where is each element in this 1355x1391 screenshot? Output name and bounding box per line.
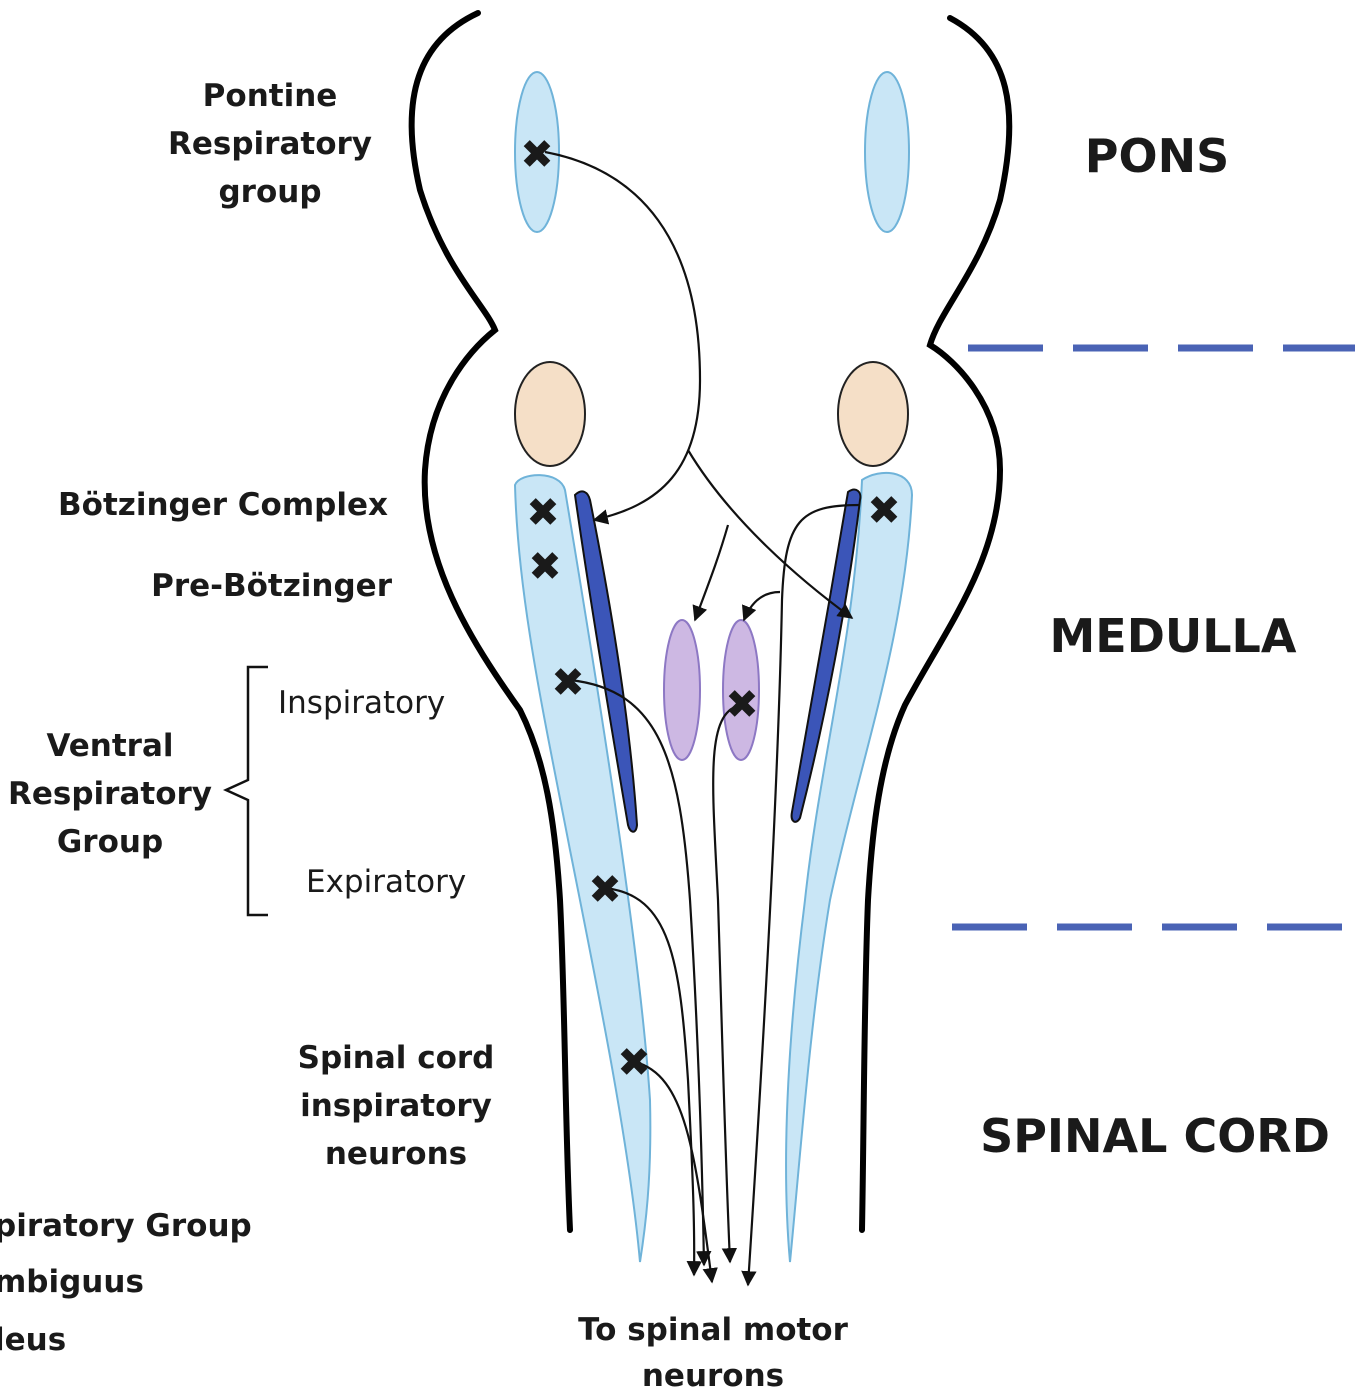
pre-botzinger-label: Pre-Bötzinger: [151, 568, 393, 604]
pontine-to-botzinger-arrow: [545, 152, 700, 520]
inspiratory-label: Inspiratory: [278, 685, 445, 721]
dorsal-output-arrow: [713, 705, 742, 1262]
region-label-medulla: MEDULLA: [1050, 609, 1297, 663]
legend-item-2: mbiguus: [0, 1264, 144, 1300]
vrg-column-right: [786, 473, 912, 1262]
vrg-label-line3: Group: [57, 824, 163, 860]
expiratory-label: Expiratory: [306, 864, 466, 900]
pre-botzinger-neuron-marker: ✖: [528, 544, 562, 590]
pontine-label-line3: group: [218, 174, 321, 210]
botzinger-right-to-dorsal-arrow: [744, 592, 780, 620]
output-label-line2: neurons: [642, 1358, 784, 1391]
vrg-column-left: [515, 475, 650, 1262]
botzinger-right-neuron-marker: ✖: [867, 488, 901, 534]
pontine-label-line2: Respiratory: [168, 126, 372, 162]
botzinger-label: Bötzinger Complex: [58, 487, 388, 523]
dorsal-group-left: [664, 620, 700, 760]
spinal-inspiratory-label-line2: inspiratory: [300, 1088, 492, 1124]
region-label-pons: PONS: [1085, 129, 1229, 183]
vrg-label-line1: Ventral: [46, 728, 173, 764]
pontine-neuron-marker: ✖: [520, 132, 554, 178]
spinal-inspiratory-label-line1: Spinal cord: [298, 1040, 495, 1076]
inspiratory-neuron-marker: ✖: [551, 660, 585, 706]
facial-nucleus-left: [515, 362, 585, 466]
botzinger-neuron-marker: ✖: [526, 490, 560, 536]
pontine-label-line1: Pontine: [203, 78, 338, 114]
spinal-inspiratory-neuron-marker: ✖: [617, 1040, 651, 1086]
spinal-inspiratory-label-line3: neurons: [325, 1136, 467, 1172]
region-label-spinal-cord: SPINAL CORD: [980, 1109, 1330, 1163]
botzinger-right-output-arrow: [748, 505, 860, 1285]
pontine-group-right: [865, 72, 909, 232]
output-label-line1: To spinal motor: [578, 1312, 849, 1348]
expiratory-neuron-marker: ✖: [588, 867, 622, 913]
dorsal-neuron-marker: ✖: [725, 682, 759, 728]
pontine-to-dorsal-arrow: [695, 525, 728, 620]
vrg-bracket: [226, 667, 268, 915]
vrg-label-line2: Respiratory: [8, 776, 212, 812]
facial-nucleus-right: [838, 362, 908, 466]
legend-item-1: piratory Group: [0, 1208, 252, 1244]
legend-item-3: leus: [0, 1322, 66, 1358]
